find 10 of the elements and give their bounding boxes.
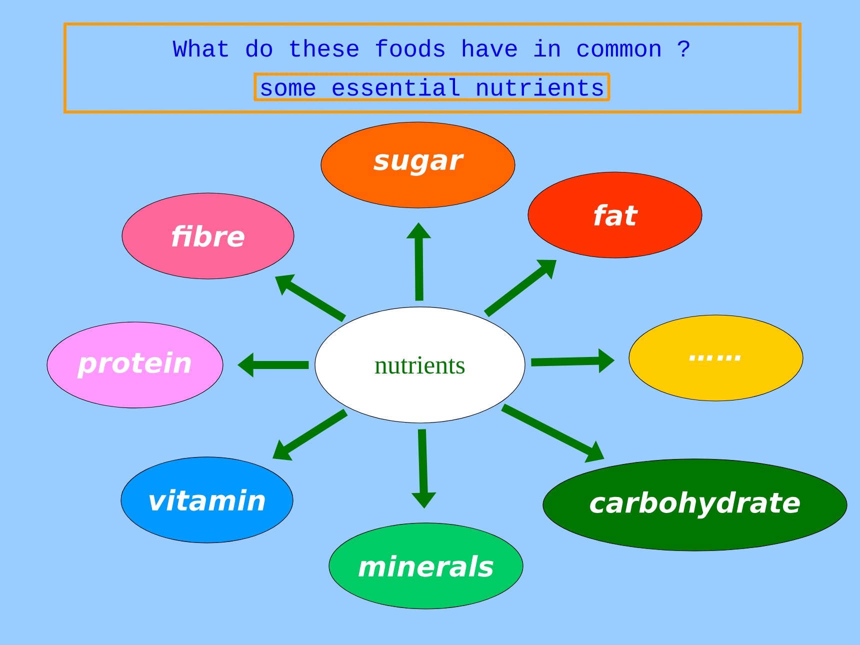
ellipse-node: minerals xyxy=(328,522,524,610)
ellipse-node: carbohydrate xyxy=(542,458,848,552)
answer-box: some essential nutrients xyxy=(254,72,610,102)
ellipse-node: sugar xyxy=(320,122,516,208)
ellipse-node: vitamin xyxy=(120,456,294,544)
ellipse-node: protein xyxy=(46,322,224,408)
ellipse-node: fat xyxy=(528,172,702,258)
ellipse-node: fibre xyxy=(122,192,294,280)
ellipse-node: nutrients xyxy=(314,306,526,424)
ellipse-node: …… xyxy=(628,314,804,402)
